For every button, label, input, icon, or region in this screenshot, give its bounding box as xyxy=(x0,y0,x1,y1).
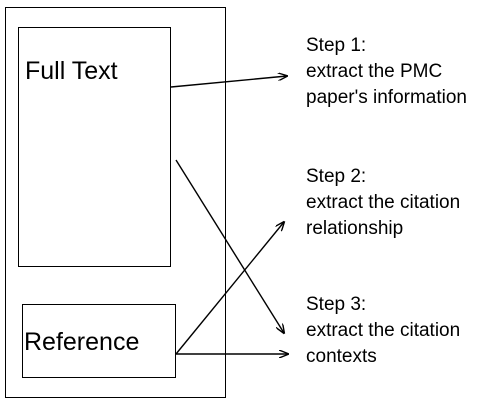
arrow-reference-to-step-2 xyxy=(175,222,284,355)
step-3-line-1: extract the citation xyxy=(306,320,461,341)
step-3-line-2: contexts xyxy=(306,346,377,367)
step-2-title: Step 2: xyxy=(306,166,367,187)
step-1-title: Step 1: xyxy=(306,35,367,56)
arrow-fulltext-to-step-1 xyxy=(170,76,287,88)
step-2-line-2: relationship xyxy=(306,218,404,239)
step-2-line-1: extract the citation xyxy=(306,192,461,213)
reference-box: Reference xyxy=(22,304,176,378)
arrow-fulltext-to-step-3 xyxy=(175,159,284,333)
step-1-line-2: paper's information xyxy=(306,87,467,108)
step-1-text: Step 1: extract the PMC paper's informat… xyxy=(306,33,467,111)
step-3-title: Step 3: xyxy=(306,294,367,315)
step-3-text: Step 3: extract the citation contexts xyxy=(306,292,460,370)
full-text-box: Full Text xyxy=(18,27,171,267)
step-2-text: Step 2: extract the citation relationshi… xyxy=(306,164,460,242)
full-text-label: Full Text xyxy=(25,57,118,85)
reference-label: Reference xyxy=(24,328,140,356)
step-1-line-1: extract the PMC xyxy=(306,61,443,82)
